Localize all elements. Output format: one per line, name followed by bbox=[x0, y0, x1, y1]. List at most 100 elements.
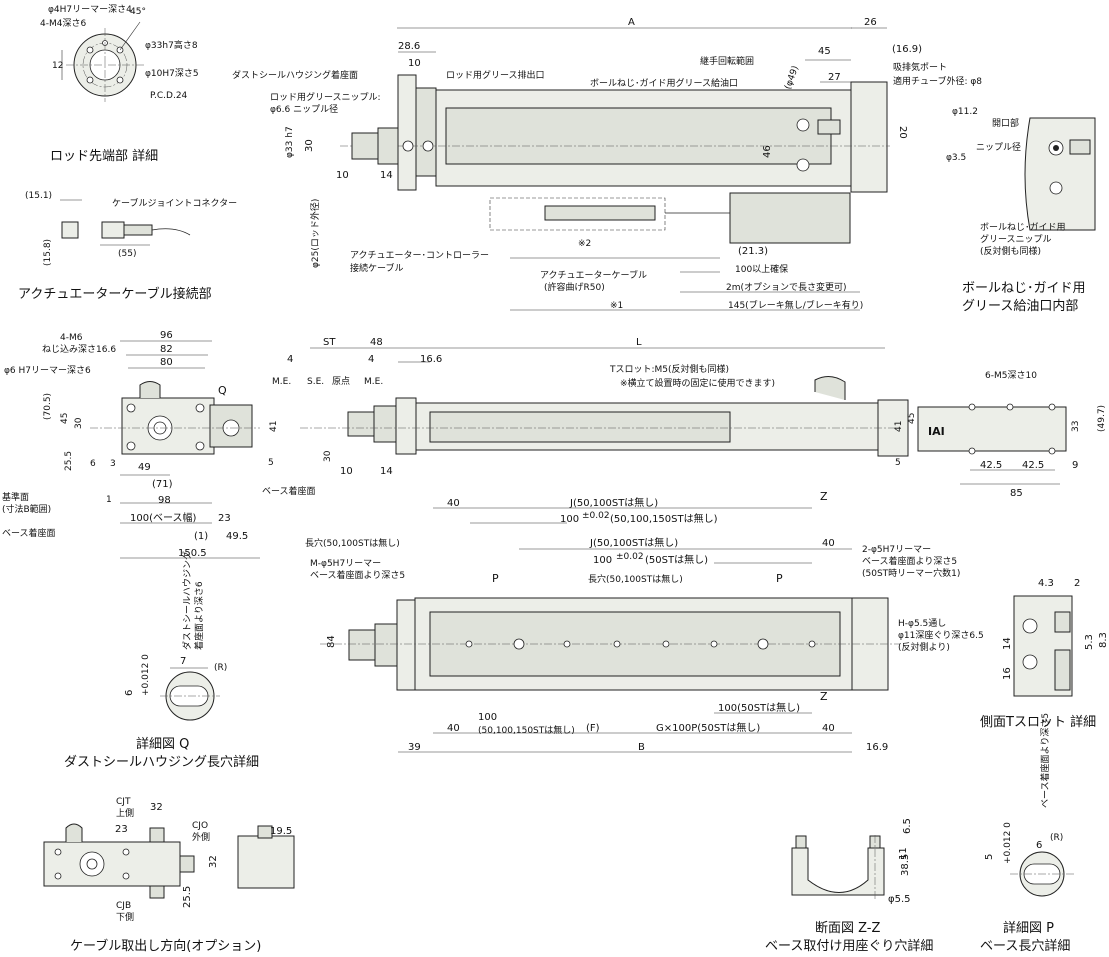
rod-tip-boss-dim: φ33h7高さ8 bbox=[145, 39, 198, 51]
conn-d15-1: (15.1) bbox=[25, 191, 52, 201]
end-view-body bbox=[917, 406, 1067, 452]
base-face: ベース着座面 bbox=[2, 527, 56, 539]
rod-tip-dim12: 12 bbox=[52, 61, 63, 71]
q-6: 6 bbox=[124, 690, 135, 696]
ce-32b: 32 bbox=[208, 855, 219, 868]
p-6: 6 bbox=[1036, 840, 1042, 851]
front-80: 80 bbox=[160, 357, 173, 368]
caption-q-1: 詳細図 Q bbox=[136, 736, 189, 752]
bot-40d: 40 bbox=[822, 723, 835, 734]
caption-grease-2: グリース給油口内部 bbox=[962, 298, 1078, 314]
actuator-cable-2: (許容曲げR50) bbox=[544, 281, 605, 293]
p-5: 5 bbox=[984, 854, 995, 860]
end-9: 9 bbox=[1072, 460, 1078, 471]
side-origin: 原点 bbox=[332, 376, 350, 387]
end-logo: IAI bbox=[928, 425, 945, 438]
ref-face-2: (寸法B範囲) bbox=[2, 503, 51, 515]
caption-zz-2: ベース取付け用座ぐり穴詳細 bbox=[765, 938, 933, 954]
front-6: 6 bbox=[90, 459, 96, 469]
tslot-16: 16 bbox=[1002, 667, 1013, 680]
q-R: (R) bbox=[214, 663, 227, 673]
conn-d55: (55) bbox=[118, 249, 136, 259]
front-3: 3 bbox=[110, 459, 116, 469]
p-R: (R) bbox=[1050, 833, 1063, 843]
caption-cable-connector: アクチュエーターケーブル接続部 bbox=[18, 286, 212, 302]
dim-30: 30 bbox=[304, 139, 315, 152]
bot-84: 84 bbox=[326, 635, 337, 648]
cable-exit: CJT 上側 32 23 CJO 外側 32 25.5 CJB 下側 19.5 … bbox=[43, 797, 295, 954]
grease-d11-2: φ11.2 bbox=[952, 107, 978, 117]
side-5: 5 bbox=[895, 458, 901, 468]
caption-grease-1: ボールねじ･ガイド用 bbox=[962, 281, 1086, 296]
conn-label: ケーブルジョイントコネクター bbox=[112, 197, 237, 209]
dim-10b: 10 bbox=[336, 170, 349, 181]
front-41: 41 bbox=[269, 421, 279, 432]
side-4a: 4 bbox=[287, 354, 293, 365]
caption-rod-tip: ロッド先端部 詳細 bbox=[50, 148, 158, 164]
caption-p-2: ベース長穴詳細 bbox=[980, 938, 1070, 954]
front-reamer: φ6 H7リーマー深さ6 bbox=[4, 365, 91, 376]
bot-P2: P bbox=[776, 572, 783, 585]
ce-32: 32 bbox=[150, 802, 163, 813]
bot-m-reamer-2: ベース着座面より深さ5 bbox=[310, 569, 405, 581]
front-82: 82 bbox=[160, 344, 173, 355]
rod-tip-bore: φ10H7深さ5 bbox=[145, 68, 199, 79]
bot-J2: J(50,100STは無し) bbox=[589, 536, 678, 549]
bot-reamer2-1: 2-φ5H7リーマー bbox=[862, 545, 931, 555]
dim-A: A bbox=[628, 17, 635, 28]
side-48: 48 bbox=[370, 337, 383, 348]
front-30: 30 bbox=[74, 417, 84, 429]
front-m6-depth: ねじ込み深さ16.6 bbox=[42, 344, 116, 355]
zz-6-5: 6.5 bbox=[902, 818, 913, 834]
side-4b: 4 bbox=[368, 354, 374, 365]
bot-39: 39 bbox=[408, 742, 421, 753]
front-view: 4-M6 ねじ込み深さ16.6 φ6 H7リーマー深さ6 96 82 80 Q … bbox=[2, 330, 316, 559]
end-33: 33 bbox=[1071, 421, 1081, 432]
bot-100d: 100 bbox=[478, 712, 497, 723]
front-49: 49 bbox=[138, 462, 151, 473]
side-view: ST 48 L 4 4 16.6 M.E. S.E. 原点 M.E. Tスロット… bbox=[272, 337, 909, 477]
rod-tip-pcd: P.C.D.24 bbox=[150, 91, 188, 101]
bot-h-3: (反対側より) bbox=[898, 641, 950, 653]
grease-note-3: (反対側も同様) bbox=[980, 245, 1041, 257]
q-tol: +0.012 0 bbox=[141, 654, 151, 696]
cjb-2: 下側 bbox=[116, 911, 134, 923]
bot-40c: 40 bbox=[447, 723, 460, 734]
cable-conn-2: 接続ケーブル bbox=[350, 262, 403, 274]
side-ST: ST bbox=[323, 337, 336, 348]
bottom-view: 40 J(50,100STは無し) Z 100 ±0.02 (50,100,15… bbox=[305, 490, 984, 753]
top-view: A 26 28.6 10 ダストシールハウジング着座面 ロッド用グリース排出口 … bbox=[232, 17, 982, 311]
cable-conn-1: アクチュエーター･コントローラー bbox=[350, 250, 489, 261]
cable-connector-detail: (15.1) (15.8) (55) ケーブルジョイントコネクター アクチュエー… bbox=[18, 191, 237, 302]
caption-zz-1: 断面図 Z-Z bbox=[815, 921, 881, 936]
grease-note-2: グリースニップル bbox=[980, 233, 1052, 245]
bot-tol1: ±0.02 bbox=[582, 511, 610, 521]
side-30: 30 bbox=[323, 450, 333, 462]
front-1: 1 bbox=[106, 495, 112, 505]
bot-40a: 40 bbox=[447, 498, 460, 509]
cjo-2: 外側 bbox=[192, 831, 210, 843]
front-23: 23 bbox=[218, 513, 231, 524]
base-face-r: ベース着座面 bbox=[262, 485, 316, 497]
grease-d3-5: φ3.5 bbox=[946, 153, 966, 163]
side-L: L bbox=[636, 337, 642, 348]
end-42-5a: 42.5 bbox=[980, 460, 1002, 471]
bot-F: (F) bbox=[586, 723, 600, 734]
dust-seal-face: ダストシールハウジング着座面 bbox=[232, 69, 358, 81]
bot-cond1: (50,100,150STは無し) bbox=[610, 512, 718, 525]
bot-reamer2-2: ベース着座面より深さ5 bbox=[862, 555, 957, 567]
end-view: IAI 6-M5深さ10 45 33 (49.7) 42.5 42.5 85 9 bbox=[907, 370, 1107, 499]
q-note2: 着座面より深さ6 bbox=[193, 581, 205, 650]
bot-100c: 100(50STは無し) bbox=[718, 701, 800, 714]
bot-100: 100 bbox=[560, 514, 579, 525]
side-tslot-1: Tスロット:M5(反対側も同様) bbox=[609, 363, 729, 375]
dim-26: 26 bbox=[864, 17, 877, 28]
bot-m-reamer-1: M-φ5H7リーマー bbox=[310, 559, 381, 569]
bot-J1: J(50,100STは無し) bbox=[569, 496, 658, 509]
tslot-detail: 4.3 2 14 5.3 8.3 16 側面Tスロット 詳細 bbox=[980, 578, 1109, 730]
bot-16-9: 16.9 bbox=[866, 742, 888, 753]
bot-h-1: H-φ5.5通し bbox=[898, 618, 946, 629]
front-100: 100(ベース幅) bbox=[130, 511, 196, 524]
p-tol: +0.012 0 bbox=[1003, 822, 1013, 864]
dim-27: 27 bbox=[828, 72, 841, 83]
